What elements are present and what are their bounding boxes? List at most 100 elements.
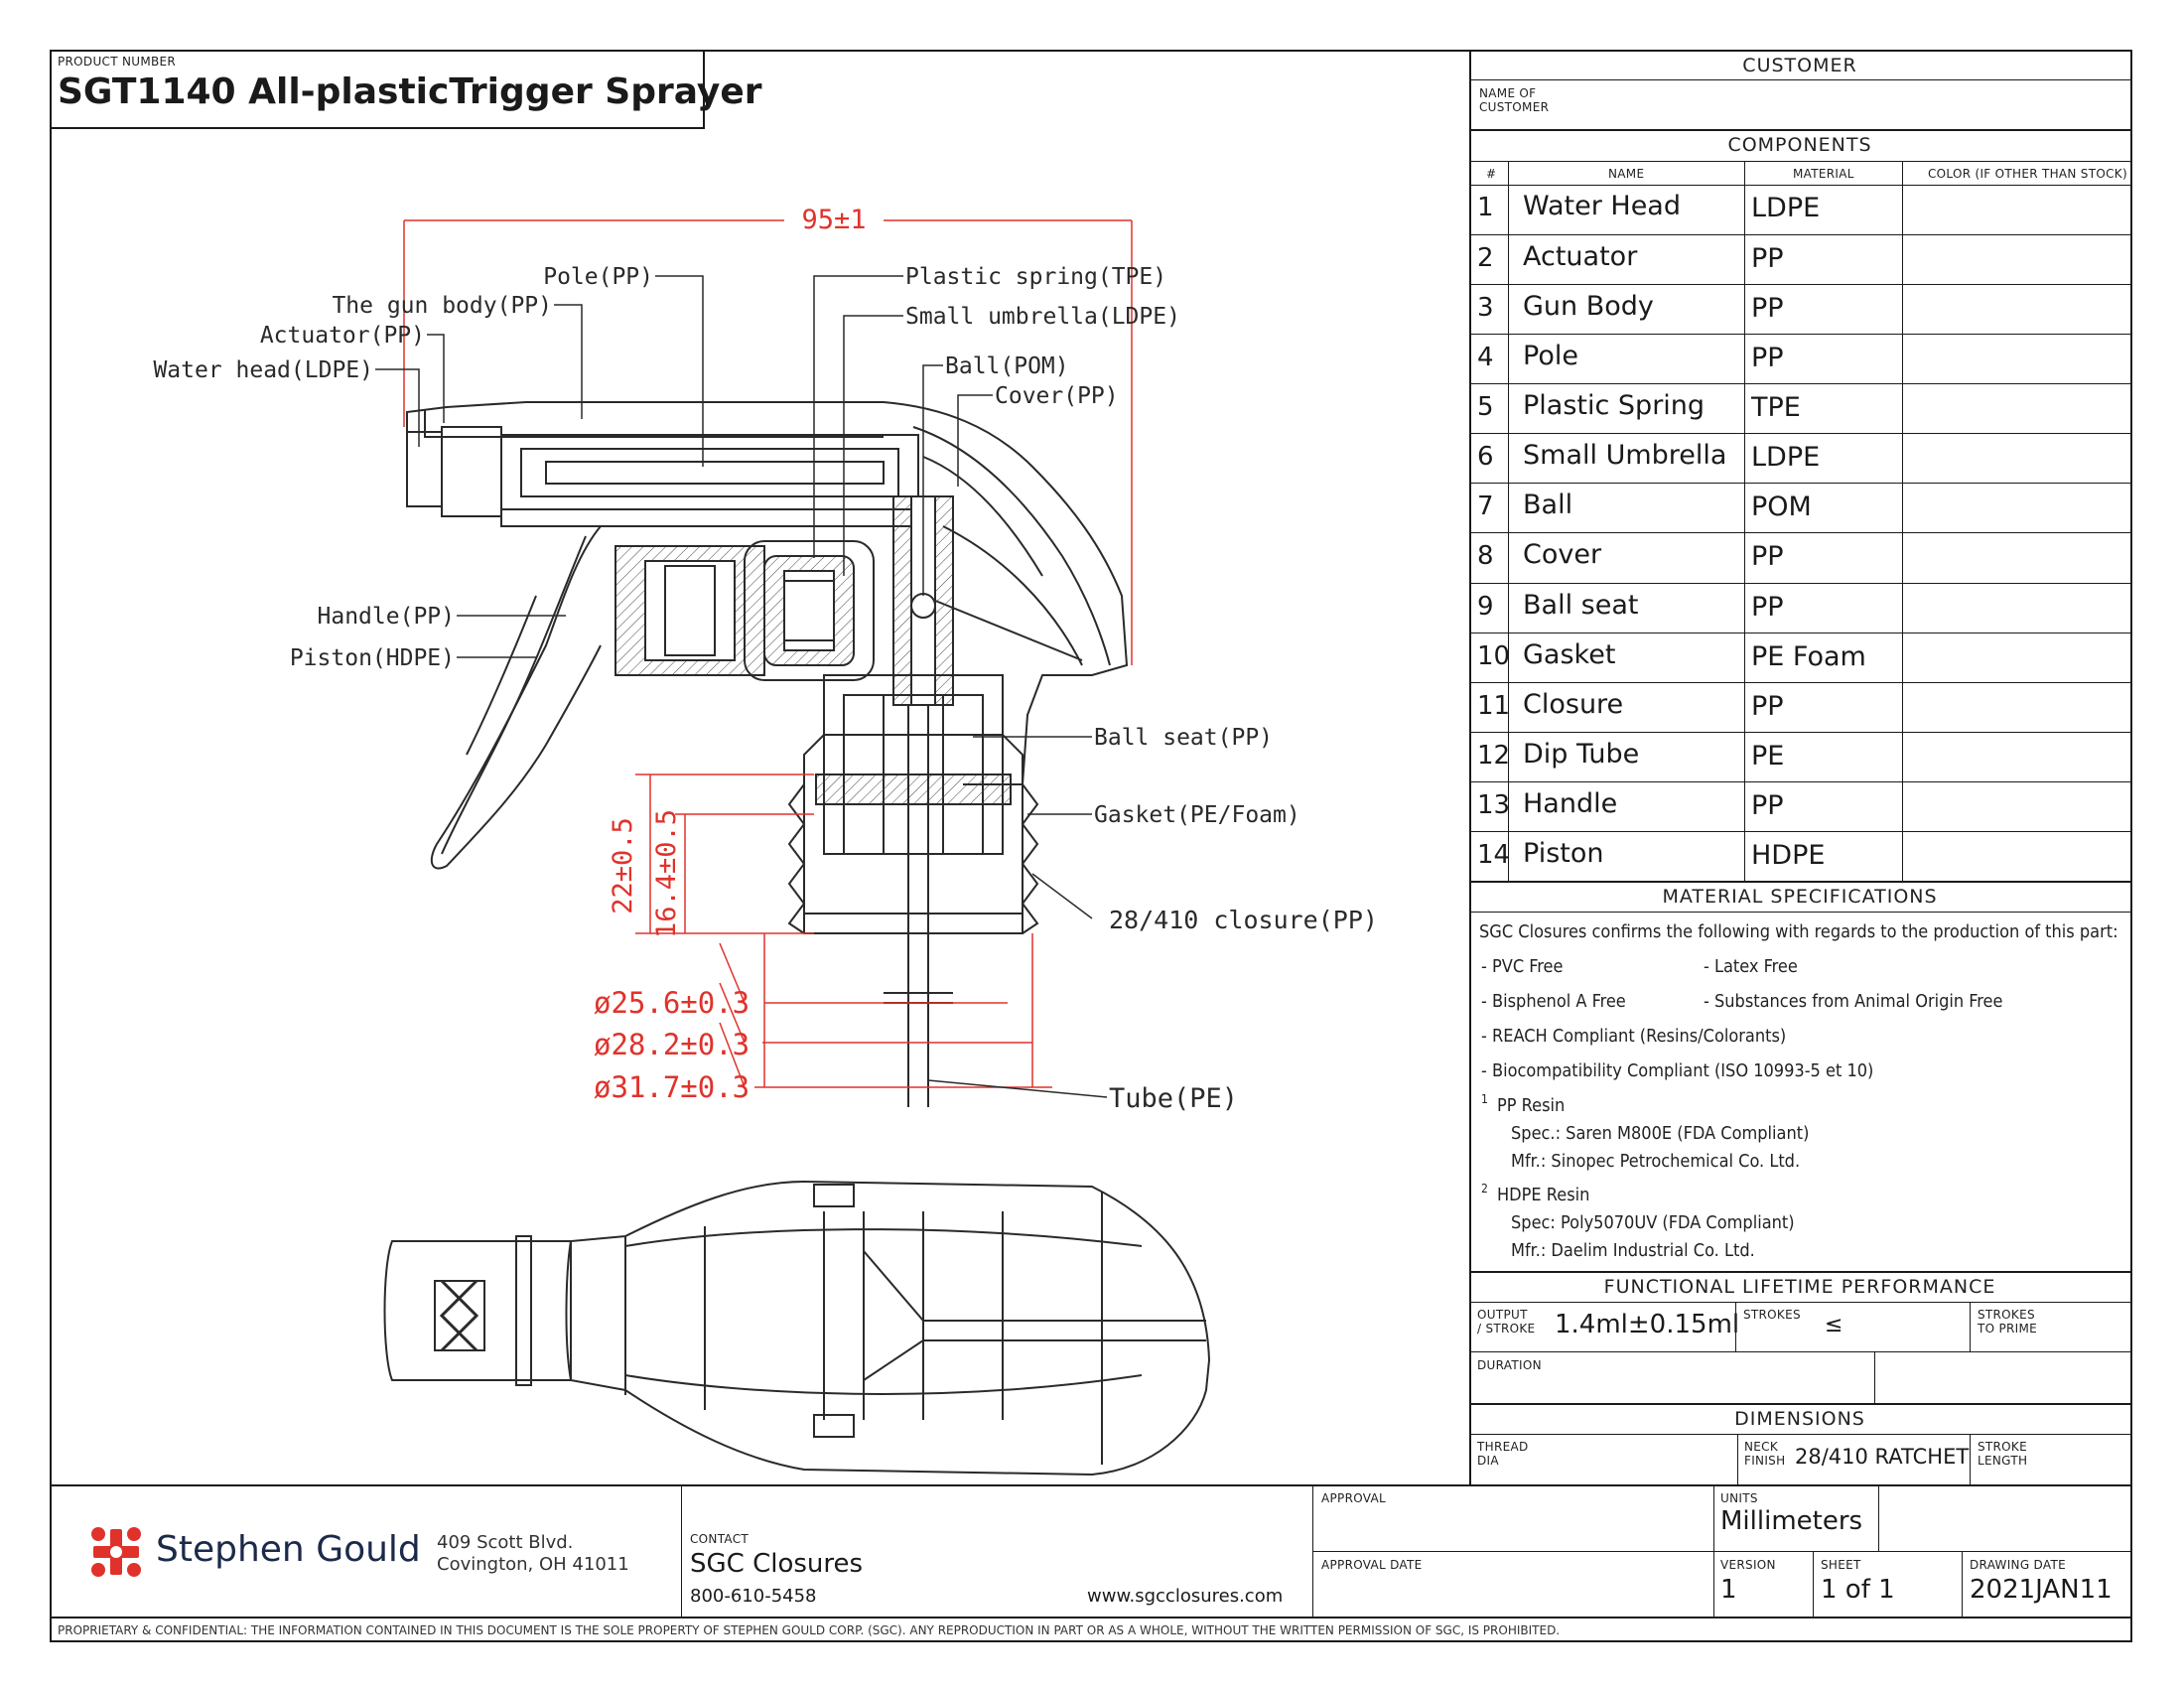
component-material: LDPE bbox=[1751, 193, 1821, 223]
component-material: PP bbox=[1751, 343, 1784, 374]
dim-height-1-label: 22±0.5 bbox=[608, 817, 638, 914]
thread-label-1: THREAD bbox=[1477, 1440, 1529, 1454]
divider bbox=[1469, 1351, 2130, 1352]
label-closure: 28/410 closure(PP) bbox=[1109, 906, 1378, 934]
col-header-name: NAME bbox=[1608, 167, 1645, 181]
neck-label-1: NECK bbox=[1744, 1440, 1779, 1454]
contact-name: SGC Closures bbox=[690, 1549, 864, 1579]
component-material: HDPE bbox=[1751, 839, 1826, 871]
label-plastic-spring: Plastic spring(TPE) bbox=[905, 264, 1166, 290]
divider bbox=[1744, 161, 1745, 881]
strokes-value: ≤ bbox=[1825, 1313, 1843, 1337]
component-number: 7 bbox=[1477, 492, 1494, 522]
sheet-value: 1 of 1 bbox=[1821, 1575, 1895, 1605]
label-pole: Pole(PP) bbox=[543, 264, 653, 290]
label-water-head: Water head(LDPE) bbox=[153, 357, 373, 383]
spec-item: - Substances from Animal Origin Free bbox=[1704, 991, 2003, 1012]
label-handle: Handle(PP) bbox=[318, 604, 455, 630]
divider bbox=[1469, 1302, 2130, 1303]
component-material: PP bbox=[1751, 690, 1784, 722]
component-name: Gun Body bbox=[1523, 291, 1654, 323]
dimension-text: 95±1 22±0.5 16.4±0.5 ø25.6±0.3 ø28.2±0.3… bbox=[594, 205, 867, 1104]
label-cover: Cover(PP) bbox=[995, 383, 1119, 409]
divider bbox=[1469, 1271, 2130, 1273]
component-name: Actuator bbox=[1523, 241, 1638, 273]
sprayer-side-view bbox=[406, 401, 1129, 1107]
spec-item: - Latex Free bbox=[1704, 956, 1798, 977]
approval-date-label: APPROVAL DATE bbox=[1321, 1558, 1423, 1572]
label-ball-seat: Ball seat(PP) bbox=[1094, 725, 1273, 751]
divider bbox=[1874, 1351, 1875, 1403]
product-number-label: PRODUCT NUMBER bbox=[58, 55, 177, 69]
divider bbox=[681, 1484, 682, 1617]
component-number: 1 bbox=[1477, 193, 1494, 222]
divider bbox=[1970, 1302, 1971, 1351]
table-row: 7 Ball POM bbox=[1469, 483, 2130, 533]
dim-width-label: 95±1 bbox=[801, 205, 866, 235]
divider bbox=[50, 1484, 2132, 1486]
strokes-label: STROKES bbox=[1743, 1308, 1801, 1322]
performance-title: FUNCTIONAL LIFETIME PERFORMANCE bbox=[1603, 1276, 1996, 1298]
divider bbox=[1469, 1434, 2130, 1435]
customer-name-label-2: CUSTOMER bbox=[1479, 100, 1550, 114]
resin1-superscript: 1 bbox=[1481, 1092, 1488, 1106]
company-address-1: 409 Scott Blvd. bbox=[437, 1532, 574, 1553]
units-label: UNITS bbox=[1720, 1491, 1758, 1505]
label-actuator: Actuator(PP) bbox=[260, 323, 425, 349]
component-name: Water Head bbox=[1523, 191, 1681, 221]
dim-dia-3-label: ø31.7±0.3 bbox=[594, 1070, 750, 1104]
component-material: PP bbox=[1751, 293, 1784, 325]
approval-label: APPROVAL bbox=[1321, 1491, 1386, 1505]
dimension-lines bbox=[403, 219, 1133, 1088]
prime-label-1: STROKES bbox=[1978, 1308, 2035, 1322]
part-labels: Pole(PP) The gun body(PP) Actuator(PP) W… bbox=[153, 264, 1378, 1114]
component-number: 2 bbox=[1477, 243, 1494, 274]
component-name: Ball bbox=[1523, 490, 1573, 521]
divider bbox=[1735, 1302, 1736, 1351]
component-number: 6 bbox=[1477, 442, 1494, 473]
component-material: PP bbox=[1751, 541, 1784, 573]
disclaimer: PROPRIETARY & CONFIDENTIAL: THE INFORMAT… bbox=[58, 1623, 1561, 1637]
divider bbox=[1469, 79, 2130, 80]
label-small-umbrella: Small umbrella(LDPE) bbox=[905, 304, 1180, 330]
title-box bbox=[50, 50, 705, 129]
leader-lines bbox=[375, 275, 1108, 1098]
material-specs-title: MATERIAL SPECIFICATIONS bbox=[1662, 886, 1938, 908]
divider bbox=[1469, 129, 2130, 131]
stroke-label-1: STROKE bbox=[1978, 1440, 2027, 1454]
dimensions-title: DIMENSIONS bbox=[1734, 1408, 1865, 1430]
component-name: Closure bbox=[1523, 688, 1624, 720]
divider bbox=[1970, 1434, 1971, 1484]
spec-item: - PVC Free bbox=[1481, 956, 1564, 977]
version-label: VERSION bbox=[1720, 1558, 1776, 1572]
divider bbox=[50, 1617, 2132, 1618]
resin1-title: PP Resin bbox=[1497, 1095, 1566, 1116]
drawing-frame bbox=[50, 50, 2132, 1642]
table-row: 2 Actuator PP bbox=[1469, 234, 2130, 285]
resin2-spec: Spec: Poly5070UV (FDA Compliant) bbox=[1511, 1212, 1795, 1233]
dim-height-2-label: 16.4±0.5 bbox=[651, 809, 682, 938]
table-row: 1 Water Head LDPE bbox=[1469, 185, 2130, 234]
col-header-num: # bbox=[1486, 167, 1497, 181]
drawing-date-label: DRAWING DATE bbox=[1970, 1558, 2066, 1572]
components-title: COMPONENTS bbox=[1727, 134, 1872, 156]
component-number: 14 bbox=[1477, 839, 1511, 870]
right-panel-divider bbox=[1469, 50, 1471, 1484]
component-material: LDPE bbox=[1751, 442, 1821, 474]
contact-label: CONTACT bbox=[690, 1532, 750, 1546]
component-name: Plastic Spring bbox=[1523, 390, 1706, 422]
col-header-material: MATERIAL bbox=[1793, 167, 1854, 181]
component-name: Cover bbox=[1523, 539, 1602, 571]
divider bbox=[1312, 1484, 1313, 1617]
component-material: PP bbox=[1751, 243, 1784, 275]
resin2-superscript: 2 bbox=[1481, 1182, 1488, 1196]
component-number: 10 bbox=[1477, 640, 1511, 671]
component-material: POM bbox=[1751, 492, 1812, 523]
component-number: 11 bbox=[1477, 690, 1511, 721]
resin1-spec: Spec.: Saren M800E (FDA Compliant) bbox=[1511, 1123, 1810, 1144]
website-link[interactable]: www.sgcclosures.com bbox=[1087, 1586, 1284, 1607]
company-address-2: Covington, OH 41011 bbox=[437, 1554, 629, 1575]
